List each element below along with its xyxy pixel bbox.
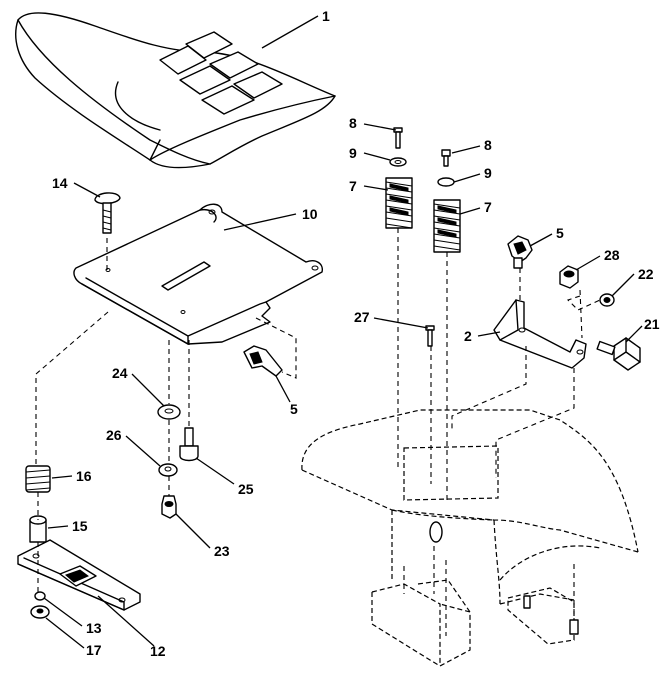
center-hardware [157, 404, 199, 519]
label-9-left: 9 [349, 145, 357, 161]
label-25: 25 [238, 481, 254, 497]
label-23: 23 [214, 543, 230, 559]
clip-part-lower [243, 345, 283, 377]
label-8-right: 8 [484, 137, 492, 153]
screw-part-27 [425, 325, 435, 347]
label-13: 13 [86, 620, 102, 636]
label-10: 10 [302, 206, 318, 222]
label-8-left: 8 [349, 115, 357, 131]
label-5-upper: 5 [556, 225, 564, 241]
label-7-right: 7 [484, 199, 492, 215]
label-26: 26 [106, 427, 122, 443]
part-labels: 1 14 10 8 9 7 8 9 7 5 28 22 27 2 21 24 5… [52, 8, 660, 659]
label-12: 12 [150, 643, 166, 659]
label-2: 2 [464, 328, 472, 344]
label-27: 27 [354, 309, 370, 325]
carriage-bolt-part [94, 192, 121, 234]
label-28: 28 [604, 247, 620, 263]
base-plate-part [17, 539, 141, 619]
left-spring-stack [385, 127, 413, 229]
label-15: 15 [72, 518, 88, 534]
label-21: 21 [644, 316, 660, 332]
seat-part [15, 12, 336, 169]
clip-part-upper [507, 235, 533, 269]
tractor-frame-outline [301, 409, 639, 667]
label-5-lower: 5 [290, 401, 298, 417]
hardware-parts-right [559, 265, 641, 371]
leader-lines [43, 15, 643, 649]
label-22: 22 [638, 266, 654, 282]
assembly-lines [35, 228, 601, 636]
seat-pan-part [73, 203, 323, 345]
label-24: 24 [112, 365, 128, 381]
spring-and-spacer [25, 465, 51, 543]
bracket-part [493, 299, 587, 369]
label-16: 16 [76, 468, 92, 484]
right-spring-stack [433, 149, 461, 253]
label-14: 14 [52, 175, 68, 191]
label-7-left: 7 [349, 178, 357, 194]
label-17: 17 [86, 642, 102, 658]
label-1: 1 [322, 8, 330, 24]
label-9-right: 9 [484, 165, 492, 181]
